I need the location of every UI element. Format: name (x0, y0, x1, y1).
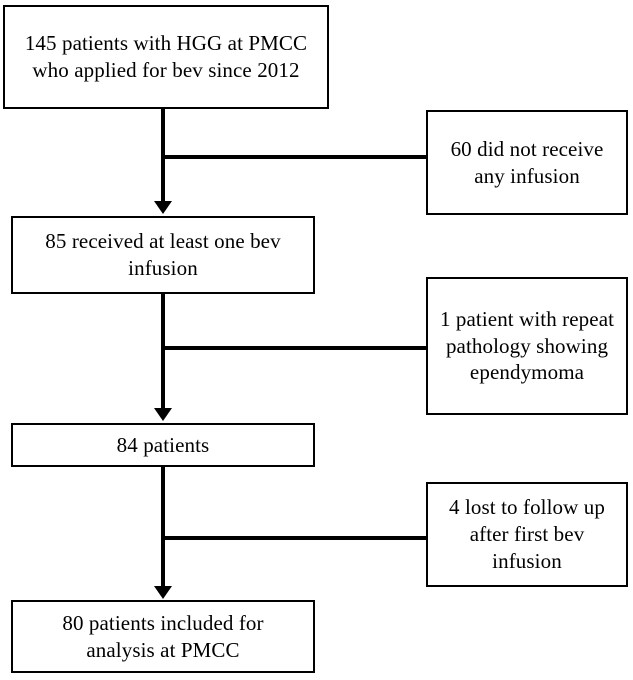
node-excluded-no-infusion: 60 did not receive any infusion (426, 110, 628, 215)
connector-branch-ependymoma (161, 346, 428, 350)
arrowhead-eligible-to-analysis (154, 586, 172, 599)
node-received-infusion: 85 received at least one bev infusion (11, 216, 315, 294)
arrowhead-infused-to-eligible (154, 408, 172, 421)
node-enrolled-patients-label: 145 patients with HGG at PMCC who applie… (24, 31, 308, 82)
node-excluded-no-infusion-label: 60 did not receive any infusion (450, 136, 604, 188)
node-eligible-patients: 84 patients (11, 423, 315, 467)
node-received-infusion-label: 85 received at least one bev infusion (45, 229, 281, 280)
connector-branch-lost-to-followup (161, 536, 428, 540)
arrowhead-enrolled-to-infused (154, 201, 172, 214)
node-eligible-patients-label: 84 patients (116, 432, 210, 457)
node-included-for-analysis-label: 80 patients included for analysis at PMC… (62, 610, 264, 662)
connector-eligible-to-analysis (161, 467, 165, 587)
node-excluded-ependymoma-label: 1 patient with repeat pathology showing … (439, 306, 615, 385)
connector-branch-no-infusion (161, 155, 428, 159)
node-included-for-analysis: 80 patients included for analysis at PMC… (11, 600, 315, 673)
connector-infused-to-eligible (161, 294, 165, 410)
node-enrolled-patients: 145 patients with HGG at PMCC who applie… (3, 5, 329, 109)
node-excluded-ependymoma: 1 patient with repeat pathology showing … (426, 277, 628, 415)
node-excluded-lost-to-followup-label: 4 lost to follow up after first bev infu… (449, 495, 605, 573)
node-excluded-lost-to-followup: 4 lost to follow up after first bev infu… (426, 482, 628, 587)
